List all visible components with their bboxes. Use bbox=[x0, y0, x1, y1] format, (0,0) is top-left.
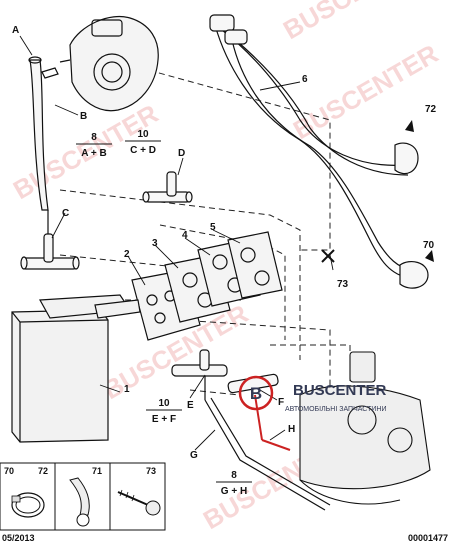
engine-block bbox=[299, 351, 431, 505]
legend-panel: 70 72 71 73 bbox=[0, 462, 166, 531]
heater-core bbox=[11, 294, 141, 443]
cross-73-icon bbox=[321, 249, 335, 263]
callout-c: C bbox=[62, 208, 69, 219]
arrow-markers bbox=[321, 120, 434, 263]
callout-g: G bbox=[190, 450, 198, 461]
tee-connector-e bbox=[171, 349, 228, 400]
formula-num: 8 bbox=[231, 470, 237, 481]
callout-3: 3 bbox=[152, 238, 158, 249]
footer-date: 05/2013 bbox=[2, 533, 35, 543]
callout-73: 73 bbox=[337, 279, 349, 290]
formula-cd: 10 C + D bbox=[125, 129, 161, 156]
flange-plates bbox=[131, 231, 283, 341]
hose-clip-icon bbox=[69, 477, 90, 516]
arrow-72-icon bbox=[405, 120, 414, 132]
callout-5: 5 bbox=[210, 222, 216, 233]
callout-6: 6 bbox=[302, 74, 308, 85]
callout-labels: A B C D E F G H 1 2 3 4 5 6 70 72 73 bbox=[12, 25, 437, 461]
legend-left: 70 bbox=[4, 466, 14, 476]
logo-mark: B bbox=[250, 384, 262, 403]
callout-72: 72 bbox=[425, 104, 437, 115]
formula-expr: G + H bbox=[221, 486, 247, 497]
tee-connector-d bbox=[142, 171, 193, 203]
callout-e: E bbox=[187, 400, 194, 411]
legend-item-clip: 71 bbox=[69, 466, 102, 527]
callout-a: A bbox=[12, 25, 19, 36]
legend-left: 71 bbox=[92, 466, 102, 476]
watermark-text: BUSCENTER bbox=[278, 0, 433, 45]
callout-f: F bbox=[278, 397, 284, 408]
legend-item-screw: 73 bbox=[117, 466, 161, 516]
callout-70: 70 bbox=[423, 240, 435, 251]
formula-expr: C + D bbox=[130, 145, 156, 156]
logo-tagline: АВТОМОБІЛЬНІ ЗАПЧАСТИНИ bbox=[285, 406, 386, 413]
tee-connector-c bbox=[20, 210, 80, 270]
formula-num: 8 bbox=[91, 132, 97, 143]
callout-d: D bbox=[178, 148, 185, 159]
formula-num: 10 bbox=[158, 398, 170, 409]
legend-left: 73 bbox=[146, 466, 156, 476]
formula-expr: E + F bbox=[152, 414, 176, 425]
logo-brand: BUSCENTER bbox=[293, 382, 387, 399]
hose-g bbox=[204, 397, 331, 511]
callout-2: 2 bbox=[124, 249, 130, 260]
arrow-70-icon bbox=[425, 250, 434, 262]
callout-h: H bbox=[288, 424, 295, 435]
brand-logo: B BUSCENTER АВТОМОБІЛЬНІ ЗАПЧАСТИНИ bbox=[238, 375, 387, 413]
formula-ef: 10 E + F bbox=[146, 398, 182, 425]
legend-item-clamp: 70 72 bbox=[4, 466, 48, 518]
callout-4: 4 bbox=[182, 230, 188, 241]
formula-gh: 8 G + H bbox=[216, 470, 252, 497]
footer-code: 00001477 bbox=[408, 533, 448, 543]
callout-b: B bbox=[80, 111, 87, 122]
thermostat-housing bbox=[59, 16, 159, 112]
logo-ring-icon bbox=[238, 375, 274, 411]
formula-num: 10 bbox=[137, 129, 149, 140]
hose-clamp-icon bbox=[11, 492, 45, 518]
formula-ab: 8 A + B bbox=[76, 132, 112, 159]
leader-lines bbox=[19, 35, 334, 451]
callout-1: 1 bbox=[124, 384, 130, 395]
formula-expr: A + B bbox=[81, 148, 106, 159]
legend-right: 72 bbox=[38, 466, 48, 476]
hose-6 bbox=[209, 14, 429, 289]
